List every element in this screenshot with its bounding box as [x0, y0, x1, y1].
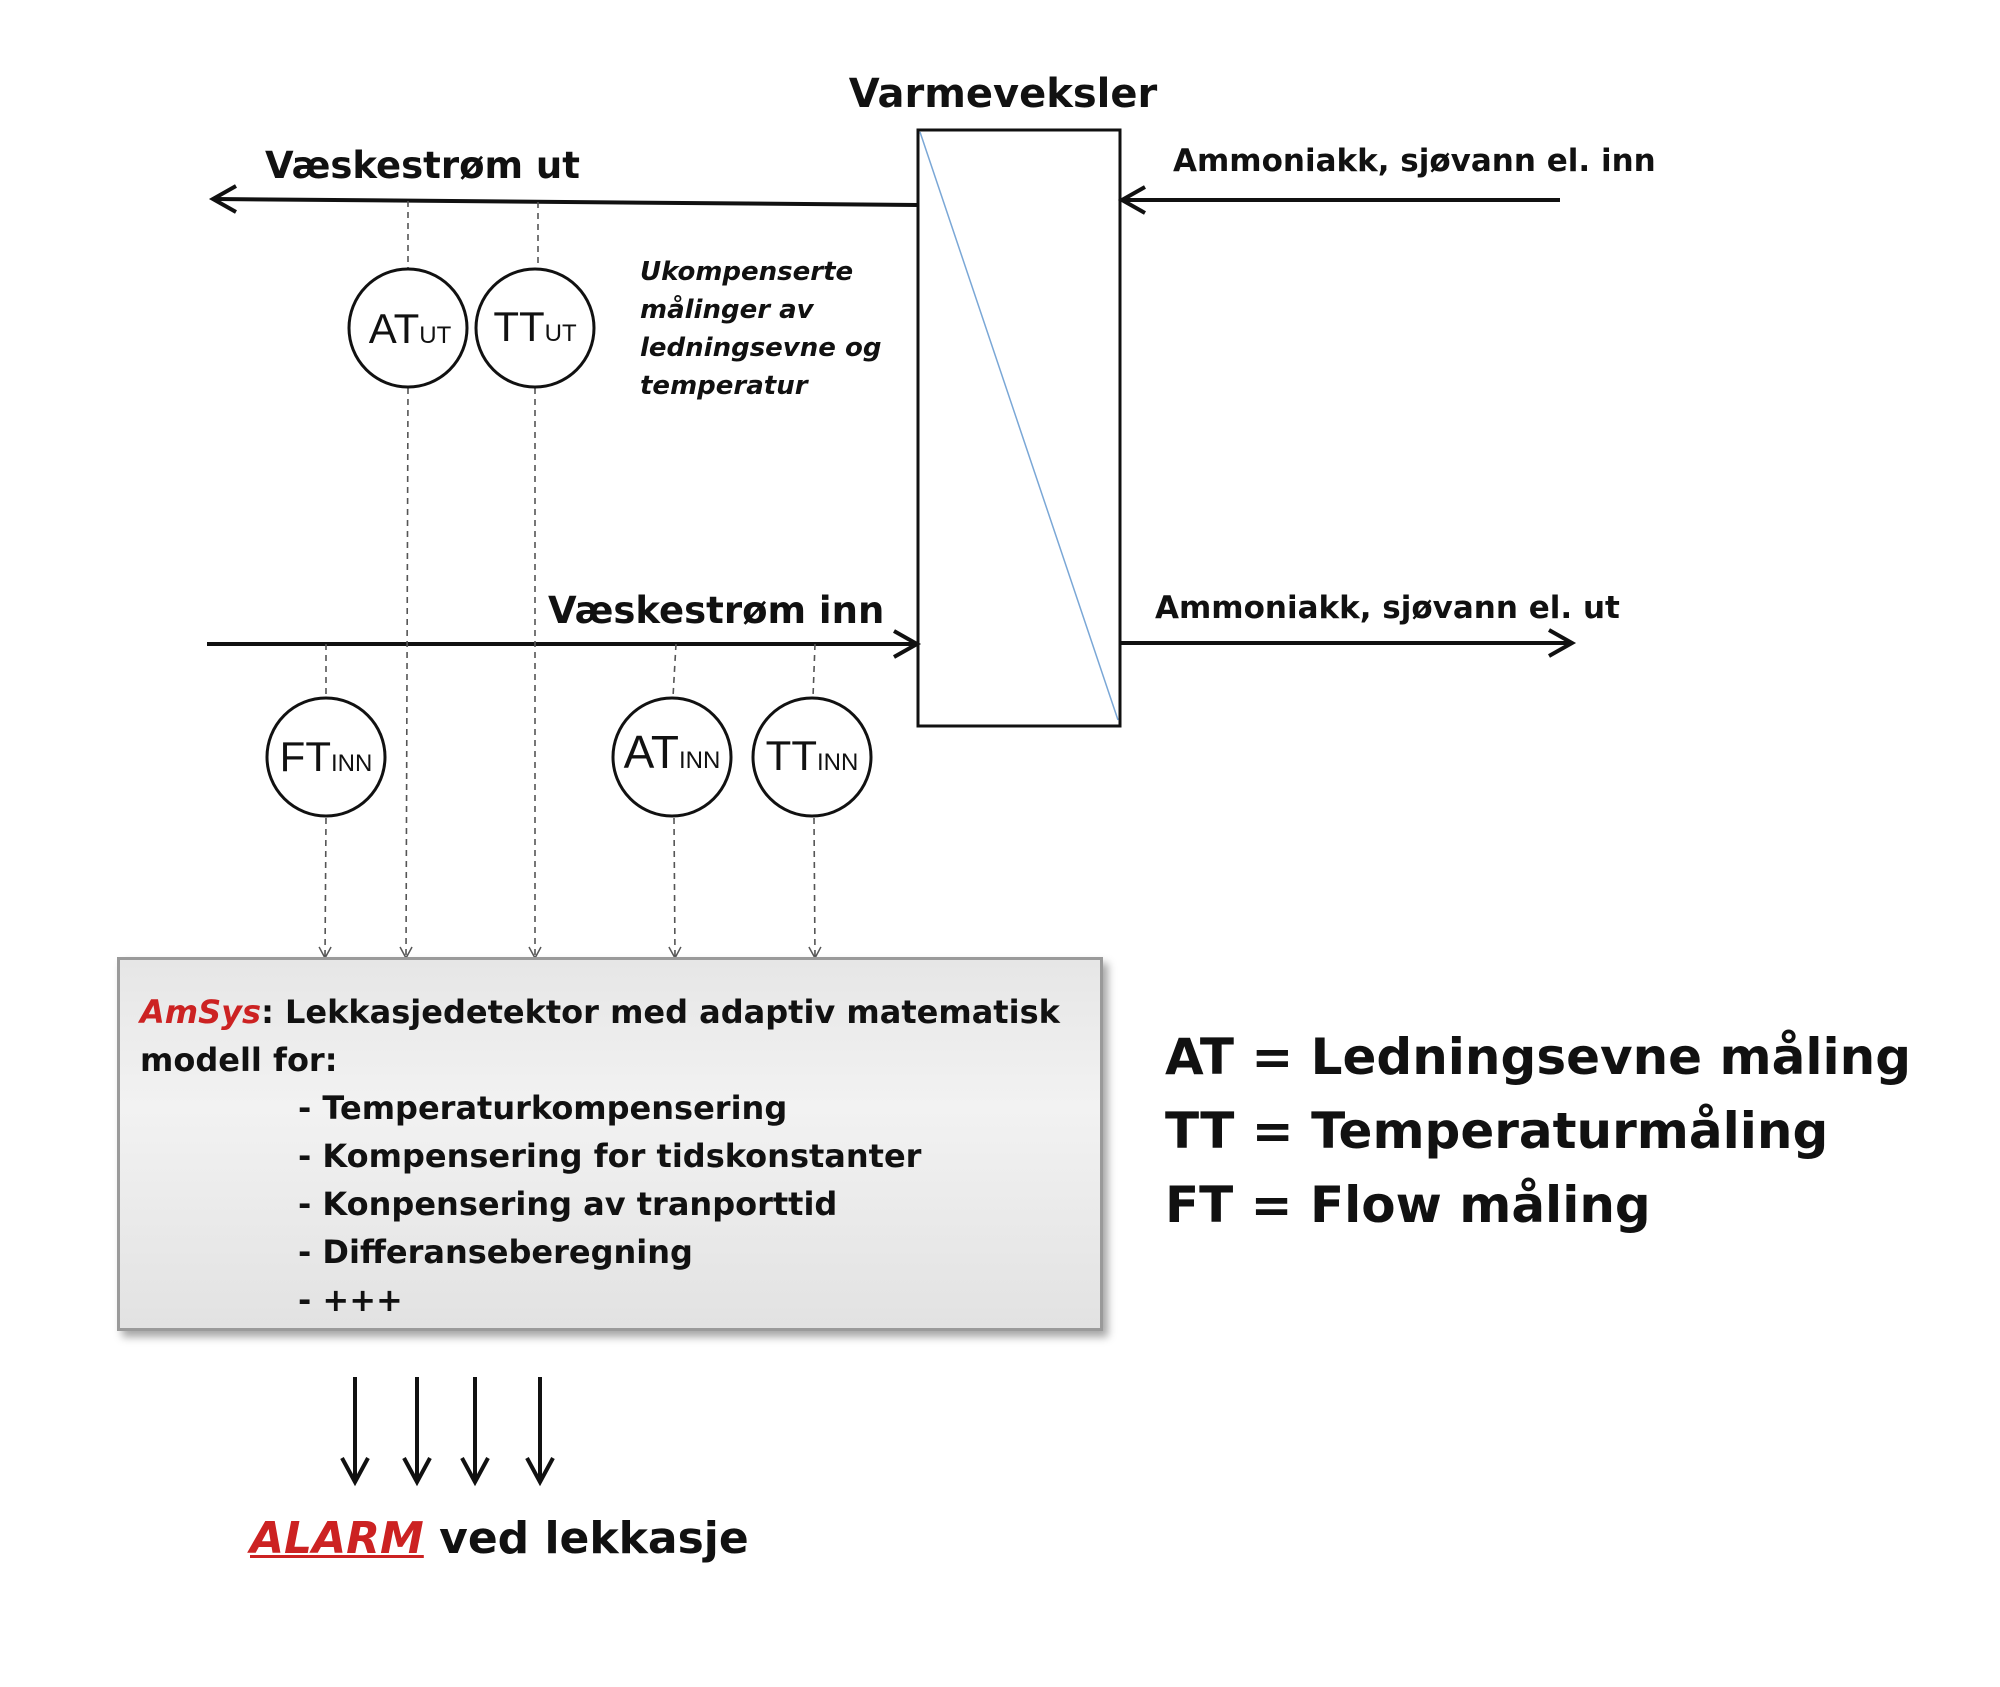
- tt-inn-signal-line: [808, 817, 822, 960]
- heat-exchanger-label: Varmeveksler: [849, 71, 1158, 117]
- amsys-brand: AmSys: [140, 993, 262, 1031]
- svg-text:TTUT: TTUT: [493, 303, 577, 350]
- alarm-output-arrows: [340, 1377, 555, 1487]
- coolant-out-arrowhead: [1548, 628, 1577, 658]
- svg-text:ATINN: ATINN: [624, 726, 721, 778]
- coolant-out-label: Ammoniakk, sjøvann el. ut: [1155, 590, 1620, 626]
- ft-inn-signal-line: [318, 817, 332, 960]
- alarm-caption: ALARM ved lekkasje: [250, 1513, 749, 1564]
- instrument-at-ut: ATUT: [347, 267, 469, 389]
- amsys-feature-item: - Kompensering for tidskonstanter: [298, 1137, 922, 1175]
- liquid-in-arrowhead: [893, 629, 922, 659]
- coolant-in-arrowhead: [1117, 185, 1146, 215]
- coolant-in-label: Ammoniakk, sjøvann el. inn: [1173, 143, 1656, 179]
- liquid-in-label: Væskestrøm inn: [548, 589, 884, 632]
- legend-at: AT = Ledningsevne måling: [1165, 1028, 1911, 1086]
- legend-ft: FT = Flow måling: [1165, 1176, 1651, 1234]
- instrument-at-inn: ATINN: [611, 696, 733, 818]
- amsys-feature-list: - Temperaturkompensering - Kompensering …: [140, 1084, 1078, 1324]
- instrument-legend: AT = Ledningsevne måling TT = Temperatur…: [1165, 1020, 1911, 1242]
- at-inn-signal-line: [668, 817, 682, 960]
- instrument-tt-inn: TTINN: [751, 696, 873, 818]
- alarm-rest: ved lekkasje: [423, 1513, 749, 1564]
- amsys-feature-item: - Konpensering av tranporttid: [298, 1185, 838, 1223]
- liquid-out-arrowhead: [208, 184, 237, 214]
- at-ut-signal-line: [399, 387, 413, 960]
- amsys-feature-item: - Temperaturkompensering: [298, 1089, 788, 1127]
- amsys-feature-item: - +++: [298, 1281, 403, 1319]
- heat-exchanger-diagonal: [919, 131, 1119, 721]
- uncompensated-note: Ukompenserte målinger av ledningsevne og…: [640, 257, 891, 401]
- amsys-description-text: : Lekkasjedetektor med adaptiv matematis…: [140, 993, 1060, 1079]
- legend-tt: TT = Temperaturmåling: [1165, 1102, 1829, 1160]
- instrument-tt-ut: TTUT: [474, 267, 596, 389]
- at-inn-tap-line: [672, 643, 677, 698]
- liquid-out-label: Væskestrøm ut: [265, 144, 580, 187]
- svg-text:ATUT: ATUT: [369, 305, 452, 352]
- amsys-description: AmSys: Lekkasjedetektor med adaptiv mate…: [140, 988, 1078, 1084]
- svg-text:FTINN: FTINN: [280, 733, 373, 780]
- svg-text:TTINN: TTINN: [766, 732, 859, 779]
- instrument-ft-inn: FTINN: [265, 696, 387, 818]
- amsys-detector-box: AmSys: Lekkasjedetektor med adaptiv mate…: [117, 957, 1103, 1331]
- liquid-out-line: [214, 197, 919, 207]
- tt-inn-tap-line: [812, 643, 816, 698]
- amsys-feature-item: - Differanseberegning: [298, 1233, 693, 1271]
- alarm-word: ALARM: [250, 1513, 424, 1564]
